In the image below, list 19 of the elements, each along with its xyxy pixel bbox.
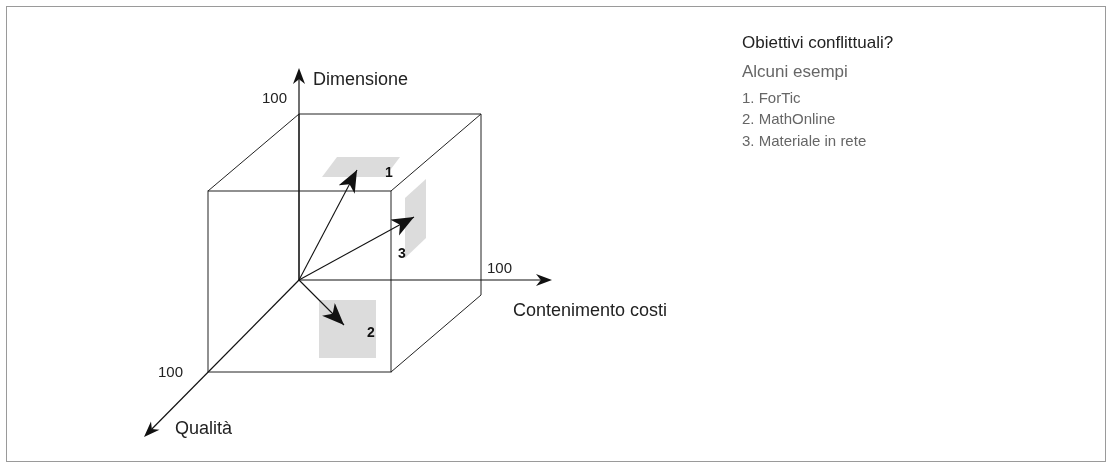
list-item: 3. Materiale in rete bbox=[742, 133, 867, 148]
axis-label: Qualità bbox=[175, 419, 233, 437]
heading: Obiettivi conflittuali? bbox=[742, 33, 894, 53]
scale-value: 100 bbox=[487, 260, 513, 275]
axis-label: Dimensione bbox=[313, 70, 409, 88]
scale-value: 100 bbox=[158, 364, 184, 379]
axis-label: Contenimento costi bbox=[513, 301, 668, 319]
shaded-patch bbox=[322, 157, 400, 177]
callout-number: 1 bbox=[385, 165, 393, 179]
arrow bbox=[298, 169, 358, 281]
subheading: Alcuni esempi bbox=[742, 63, 848, 80]
list-item: 1. ForTic bbox=[742, 90, 801, 105]
callout-number: 2 bbox=[367, 325, 375, 339]
scale-value: 100 bbox=[262, 90, 288, 105]
arrow bbox=[298, 216, 415, 281]
callout-number: 3 bbox=[398, 246, 406, 260]
shaded-patch bbox=[319, 300, 376, 358]
arrow bbox=[298, 279, 345, 326]
list-item: 2. MathOnline bbox=[742, 111, 836, 126]
